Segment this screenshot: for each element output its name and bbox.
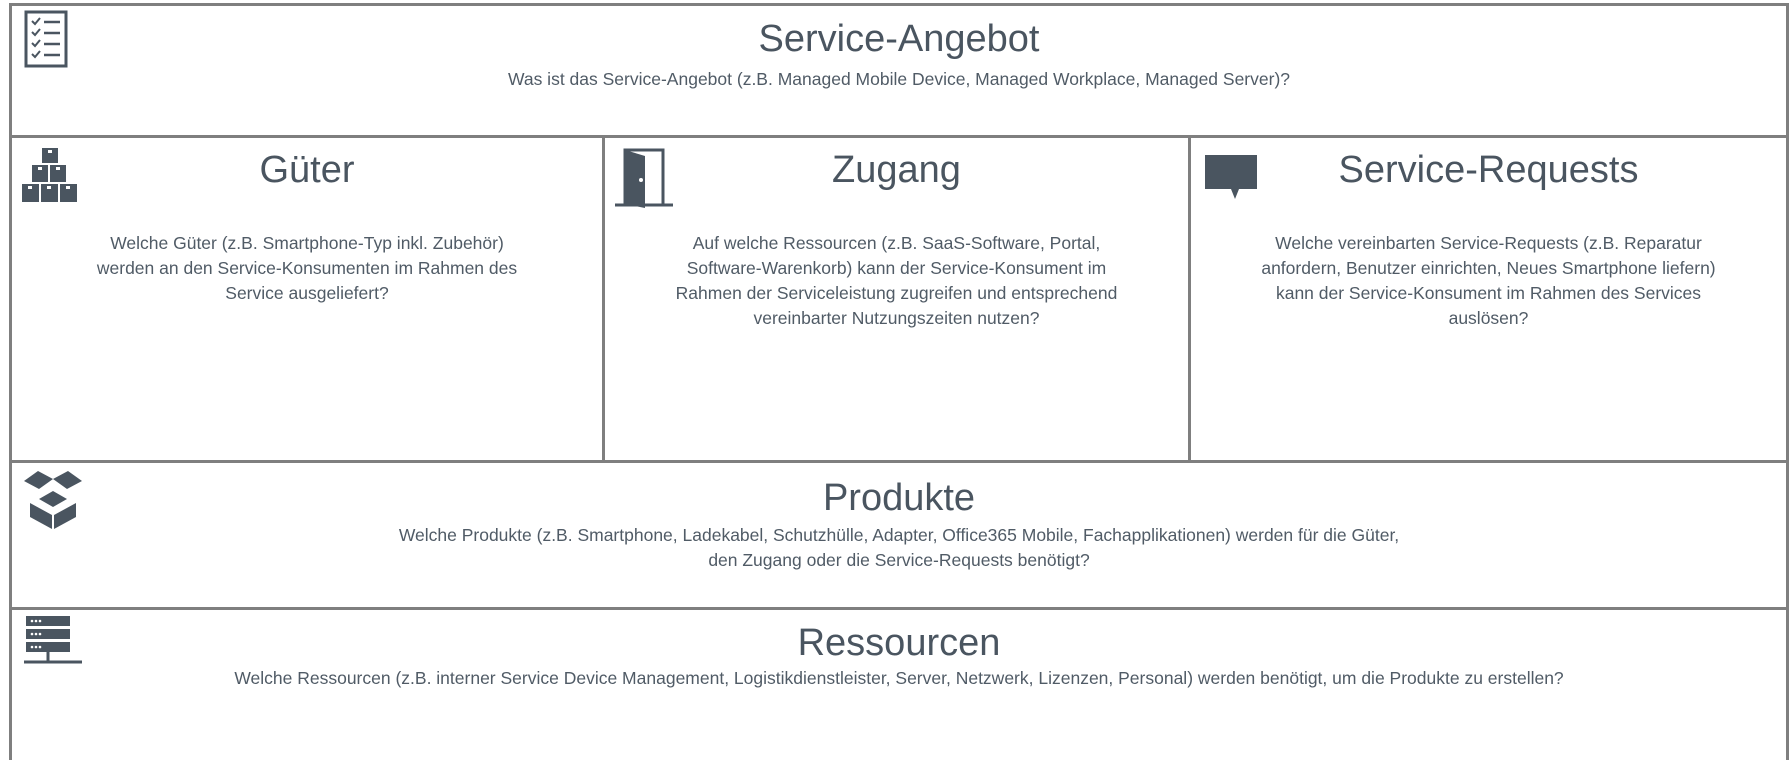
section-title: Produkte (822, 477, 976, 519)
description-line: auslösen? (1448, 308, 1529, 328)
section-gueter: Güter Welche Güter (z.B. Smartphone-Typ … (9, 135, 605, 463)
section-title: Service-Requests (1338, 149, 1639, 191)
description-line: Software-Warenkorb) kann der Service-Kon… (686, 258, 1107, 278)
description-line: kann der Service-Konsument im Rahmen des… (1275, 283, 1702, 303)
door-icon (613, 146, 675, 210)
section-service-requests: Service-Requests Welche vereinbarten Ser… (1188, 135, 1789, 463)
section-description: Was ist das Service-Angebot (z.B. Manage… (507, 69, 1291, 89)
section-zugang: Zugang Auf welche Ressourcen (z.B. SaaS-… (602, 135, 1191, 463)
description-line: Rahmen der Serviceleistung zugreifen und… (675, 283, 1118, 303)
section-title: Güter (259, 149, 355, 191)
section-description: Welche Produkte (z.B. Smartphone, Ladeka… (12, 523, 1786, 573)
section-title: Ressourcen (797, 622, 1001, 664)
description-line: Service ausgeliefert? (225, 283, 389, 303)
server-icon (24, 614, 82, 670)
speech-bubble-icon (1203, 153, 1259, 203)
section-description: Welche Ressourcen (z.B. interner Service… (234, 668, 1564, 688)
section-description: Welche Güter (z.B. Smartphone-Typ inkl. … (12, 231, 602, 306)
section-produkte: Produkte Welche Produkte (z.B. Smartphon… (9, 460, 1789, 610)
description-line: werden an den Service-Konsumenten im Rah… (96, 258, 518, 278)
description-line: den Zugang oder die Service-Requests ben… (708, 550, 1090, 570)
description-line: Auf welche Ressourcen (z.B. SaaS-Softwar… (692, 233, 1101, 253)
description-line: vereinbarter Nutzungszeiten nutzen? (753, 308, 1040, 328)
boxes-icon (20, 146, 80, 206)
description-line: anfordern, Benutzer einrichten, Neues Sm… (1261, 258, 1716, 278)
section-title: Zugang (832, 149, 961, 191)
open-box-icon (20, 467, 86, 531)
section-title: Service-Angebot (758, 18, 1040, 60)
checklist-icon (24, 10, 68, 68)
section-service-angebot: Service-Angebot Was ist das Service-Ange… (9, 3, 1789, 138)
section-ressourcen: Ressourcen Welche Ressourcen (z.B. inter… (9, 607, 1789, 760)
description-line: Welche vereinbarten Service-Requests (z.… (1275, 233, 1702, 253)
description-line: Welche Güter (z.B. Smartphone-Typ inkl. … (110, 233, 504, 253)
description-line: Welche Produkte (z.B. Smartphone, Ladeka… (398, 525, 1400, 545)
section-description: Welche vereinbarten Service-Requests (z.… (1191, 231, 1786, 331)
section-description: Auf welche Ressourcen (z.B. SaaS-Softwar… (605, 231, 1188, 331)
